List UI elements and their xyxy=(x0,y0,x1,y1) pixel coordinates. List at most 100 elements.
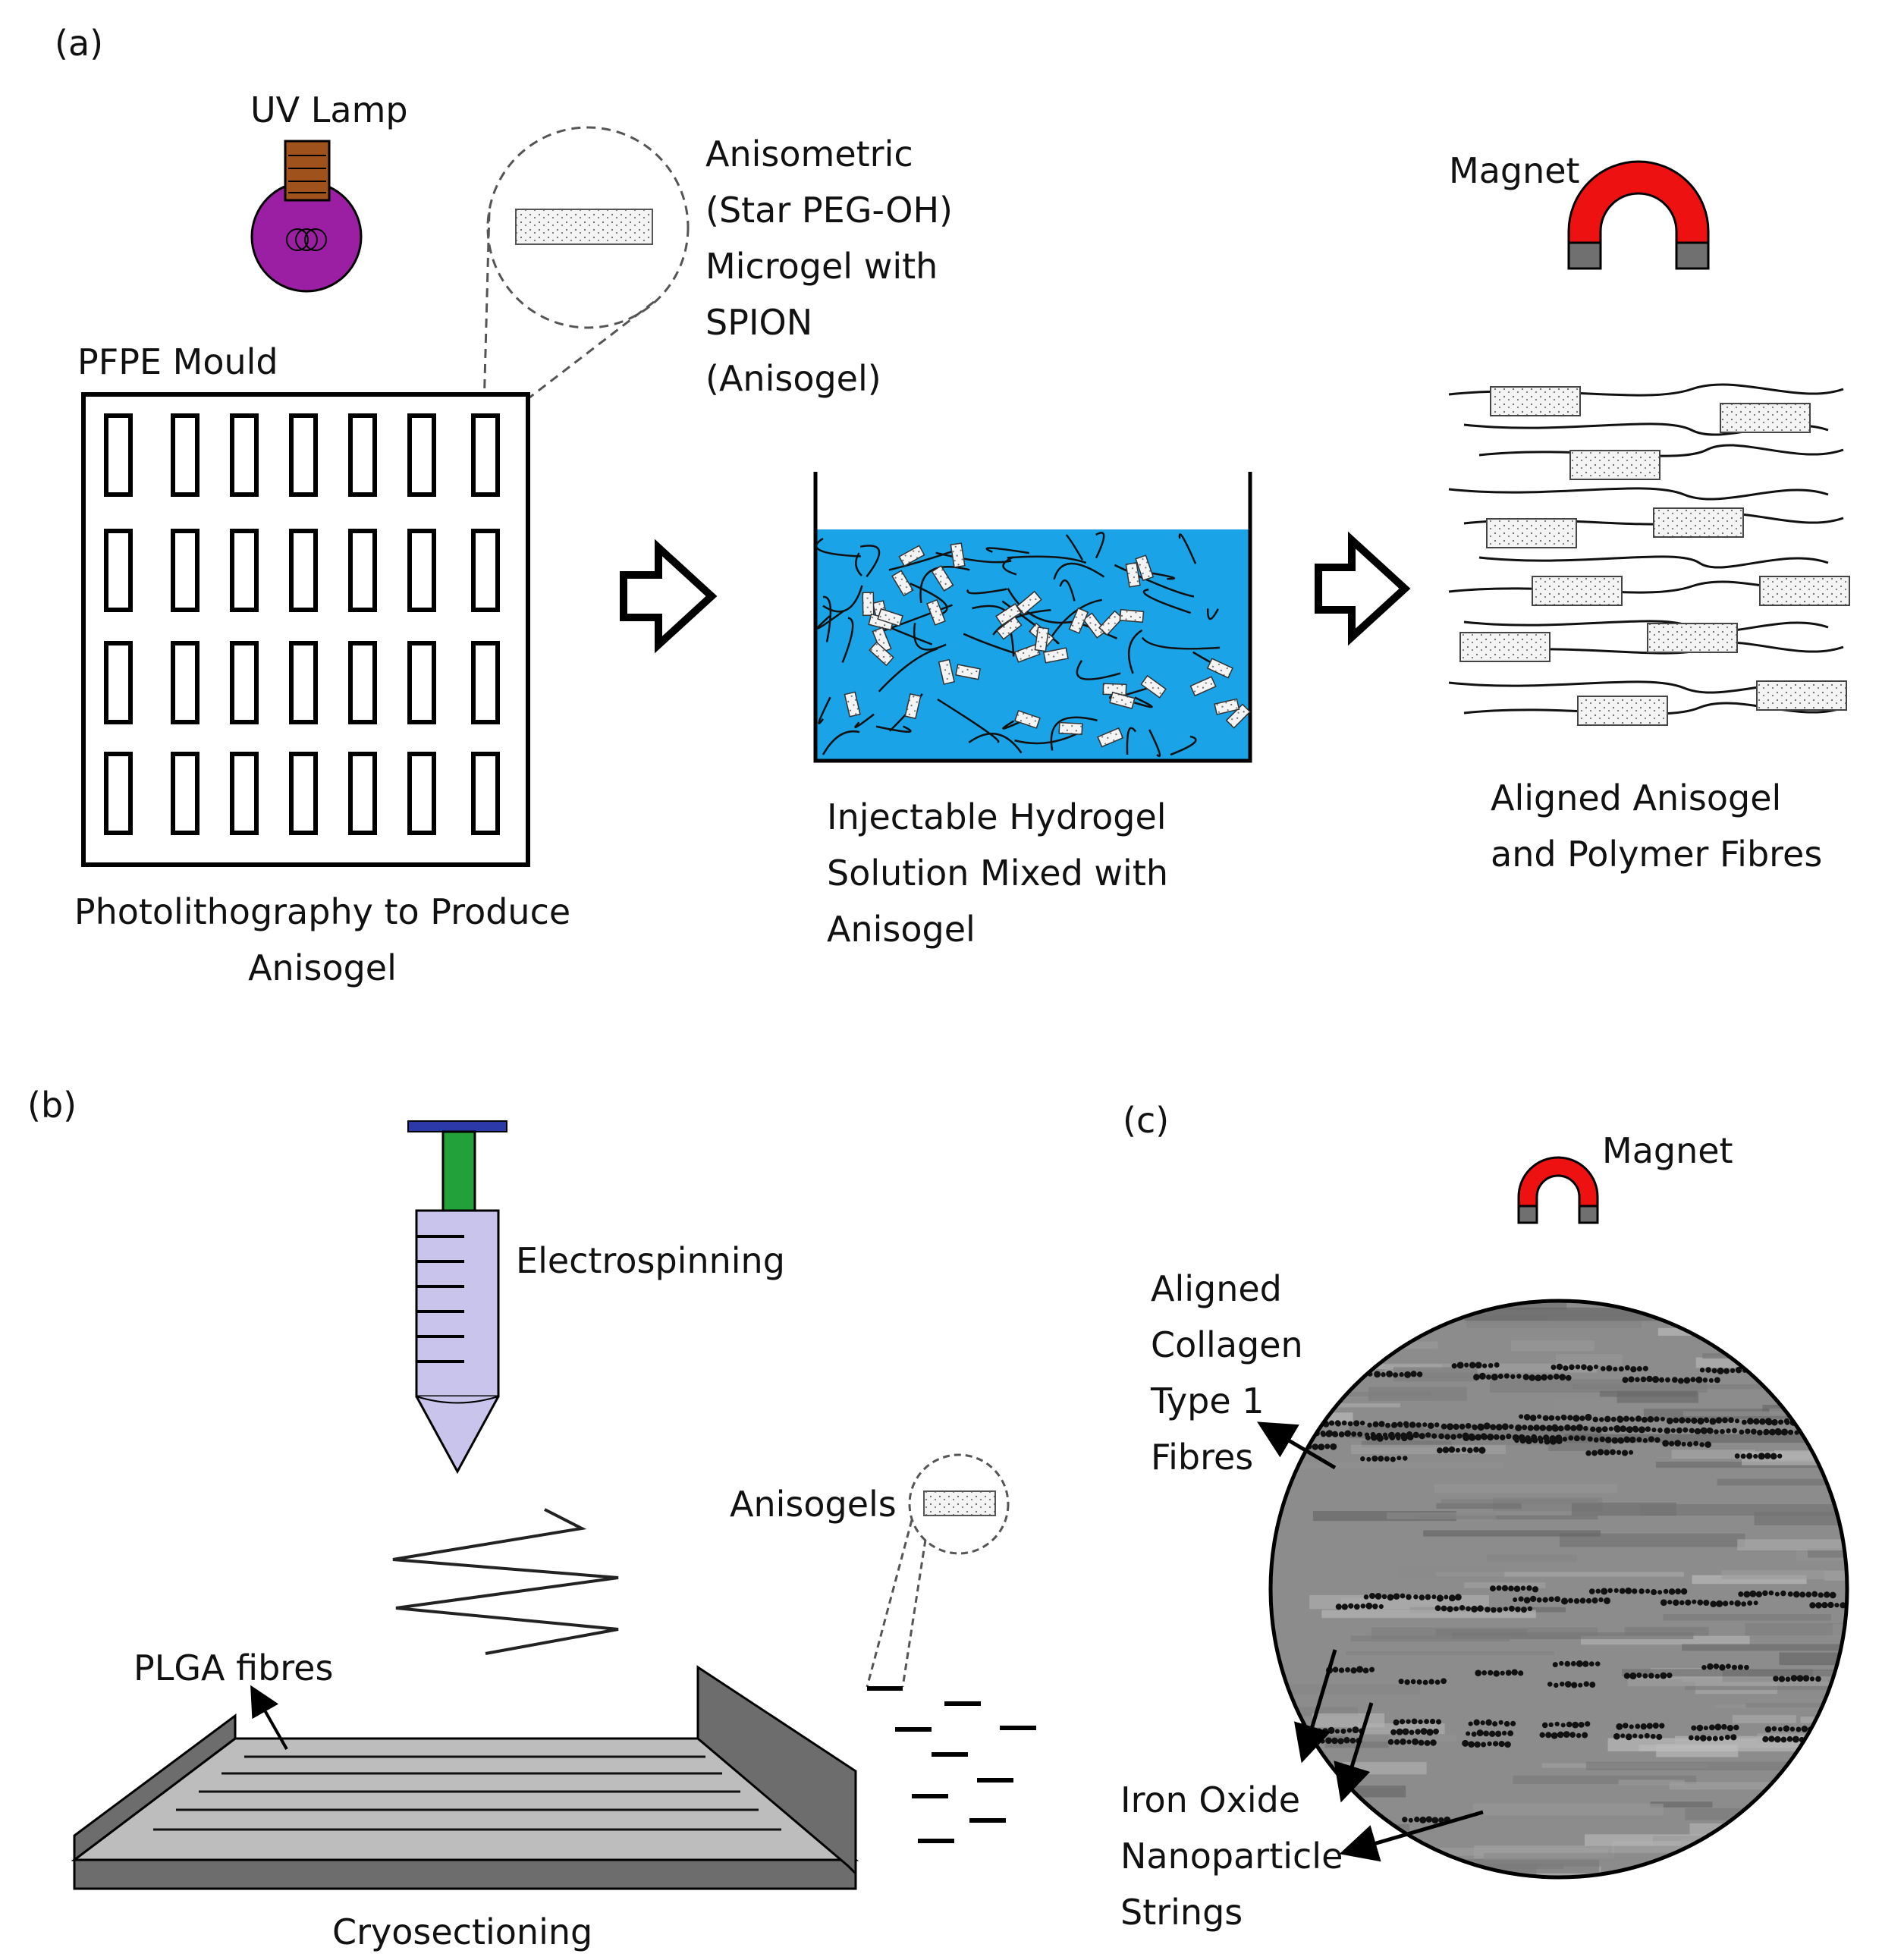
iron-oxide-particle xyxy=(1344,1430,1352,1437)
microgel-particle xyxy=(862,592,875,617)
microgel-particle xyxy=(1119,608,1145,623)
collagen-fibre xyxy=(1436,1503,1522,1509)
iron-oxide-particle xyxy=(1455,1447,1460,1453)
iron-oxide-particle xyxy=(1394,1432,1401,1439)
iron-oxide-particle xyxy=(1453,1423,1459,1431)
iron-oxide-particle xyxy=(1677,1377,1684,1384)
iron-oxide-particle xyxy=(1518,1434,1525,1441)
iron-oxide-particle xyxy=(1588,1588,1595,1594)
plga-fibres-label: PLGA fibres xyxy=(134,1647,334,1688)
iron-oxide-particle xyxy=(1490,1424,1497,1431)
mould-cavity xyxy=(171,641,200,724)
iron-oxide-particle xyxy=(1480,1720,1485,1726)
iron-oxide-particle xyxy=(1406,1739,1412,1745)
mould-cavity xyxy=(289,529,318,612)
collagen-fibre xyxy=(1664,1305,1780,1318)
caption-line: Photolithography to Produce xyxy=(74,891,571,932)
iron-oxide-particle xyxy=(1764,1726,1772,1733)
iron-oxide-particle xyxy=(1632,1588,1638,1594)
uv-lamp-icon xyxy=(250,140,363,293)
iron-oxide-particle xyxy=(1348,1370,1356,1377)
polymer-strand xyxy=(1170,735,1197,756)
iron-oxide-particle xyxy=(1334,1380,1340,1387)
iron-oxide-particle xyxy=(1738,1591,1744,1597)
iron-oxide-particle xyxy=(1648,1673,1654,1679)
collagen-fibre xyxy=(1513,1775,1697,1785)
iron-oxide-particle xyxy=(1597,1449,1604,1456)
iron-oxide-particle xyxy=(1424,1739,1431,1746)
iron-oxide-particle xyxy=(1464,1362,1469,1368)
iron-oxide-particle xyxy=(1547,1374,1554,1380)
iron-oxide-particle xyxy=(1390,1729,1397,1735)
iron-oxide-particle xyxy=(1706,1735,1712,1742)
iron-oxide-particle xyxy=(1434,1679,1441,1685)
iron-oxide-particle xyxy=(1714,1429,1719,1434)
iron-oxide-particle xyxy=(1441,1678,1447,1685)
iron-oxide-particle xyxy=(1654,1673,1660,1679)
iron-oxide-particle xyxy=(1559,1660,1564,1666)
iron-oxide-particle xyxy=(1660,1599,1667,1607)
iron-oxide-particle xyxy=(1809,1602,1816,1609)
iron-oxide-particle xyxy=(1327,1380,1334,1387)
iron-oxide-particle xyxy=(1384,1456,1390,1462)
iron-oxide-particle xyxy=(1518,1670,1524,1676)
collagen-fibre xyxy=(1321,1610,1536,1619)
iron-oxide-particle xyxy=(1338,1667,1345,1673)
iron-oxide-particle xyxy=(1527,1606,1533,1612)
caption-line: Injectable Hydrogel xyxy=(827,796,1167,837)
iron-oxide-particle xyxy=(1374,1371,1381,1378)
collagen-fibre xyxy=(1555,1354,1623,1366)
iron-oxide-particle xyxy=(1453,1606,1459,1612)
iron-oxide-particle xyxy=(1365,1602,1373,1610)
iron-oxide-particle xyxy=(1774,1735,1781,1743)
iron-oxide-particle xyxy=(1339,1380,1346,1387)
mould-cavity xyxy=(289,752,318,835)
polymer-strand xyxy=(1141,636,1221,650)
polymer-fibre xyxy=(1463,702,1844,715)
iron-oxide-particle xyxy=(1418,1739,1425,1746)
iron-oxide-particle xyxy=(1783,1814,1789,1820)
iron-oxide-particle xyxy=(1699,1442,1704,1447)
iron-oxide-particle xyxy=(1670,1428,1676,1434)
iron-oxide-particle xyxy=(1636,1366,1642,1372)
iron-oxide-particle xyxy=(1767,1368,1774,1375)
iron-oxide-particle xyxy=(1695,1376,1703,1384)
collagen-fibre xyxy=(1573,1384,1825,1390)
microgel-particle xyxy=(904,693,922,720)
iron-oxide-particle xyxy=(1606,1365,1613,1372)
microgel-particle xyxy=(1214,698,1240,715)
iron-oxide-particle xyxy=(1827,1601,1834,1609)
iron-oxide-particle xyxy=(1688,1735,1694,1741)
collagen-fibre xyxy=(1685,1685,1832,1691)
iron-oxide-particle xyxy=(1385,1422,1390,1428)
iron-oxide-particle xyxy=(1359,1420,1365,1426)
mould-cavity xyxy=(230,641,259,724)
iron-oxide-particle xyxy=(1755,1591,1762,1598)
collagen-fibre xyxy=(1815,1414,1847,1424)
iron-oxide-particle xyxy=(1393,1372,1399,1378)
iron-oxide-particle xyxy=(1669,1440,1675,1446)
iron-oxide-particle xyxy=(1548,1722,1554,1728)
iron-oxide-particle xyxy=(1818,1592,1824,1598)
iron-oxide-particle xyxy=(1758,1453,1765,1460)
iron-oxide-particle xyxy=(1610,1449,1616,1456)
iron-oxide-particle xyxy=(1371,1455,1378,1462)
iron-oxide-particle xyxy=(1646,1723,1653,1729)
microgel-particle xyxy=(898,545,925,567)
iron-oxide-particle xyxy=(1511,1669,1518,1676)
iron-oxide-particle xyxy=(1613,1588,1619,1594)
microgel-description: Anisometric (Star PEG-OH) Microgel with … xyxy=(705,126,953,407)
iron-oxide-particle xyxy=(1725,1663,1731,1669)
iron-oxide-particle xyxy=(1576,1424,1583,1431)
iron-oxide-particle xyxy=(1664,1427,1671,1434)
iron-oxide-particle xyxy=(1694,1735,1700,1742)
iron-oxide-particle xyxy=(1540,1424,1547,1431)
iron-oxide-particle xyxy=(1781,1428,1789,1436)
iron-oxide-particle xyxy=(1362,1667,1369,1674)
iron-oxide-particle xyxy=(1367,1422,1372,1428)
iron-oxide-particle xyxy=(1347,1421,1353,1427)
caption-line: Aligned xyxy=(1151,1268,1282,1309)
iron-oxide-particle xyxy=(1425,1816,1433,1823)
iron-oxide-particle xyxy=(1510,1374,1516,1380)
iron-oxide-particle xyxy=(1829,1591,1836,1599)
